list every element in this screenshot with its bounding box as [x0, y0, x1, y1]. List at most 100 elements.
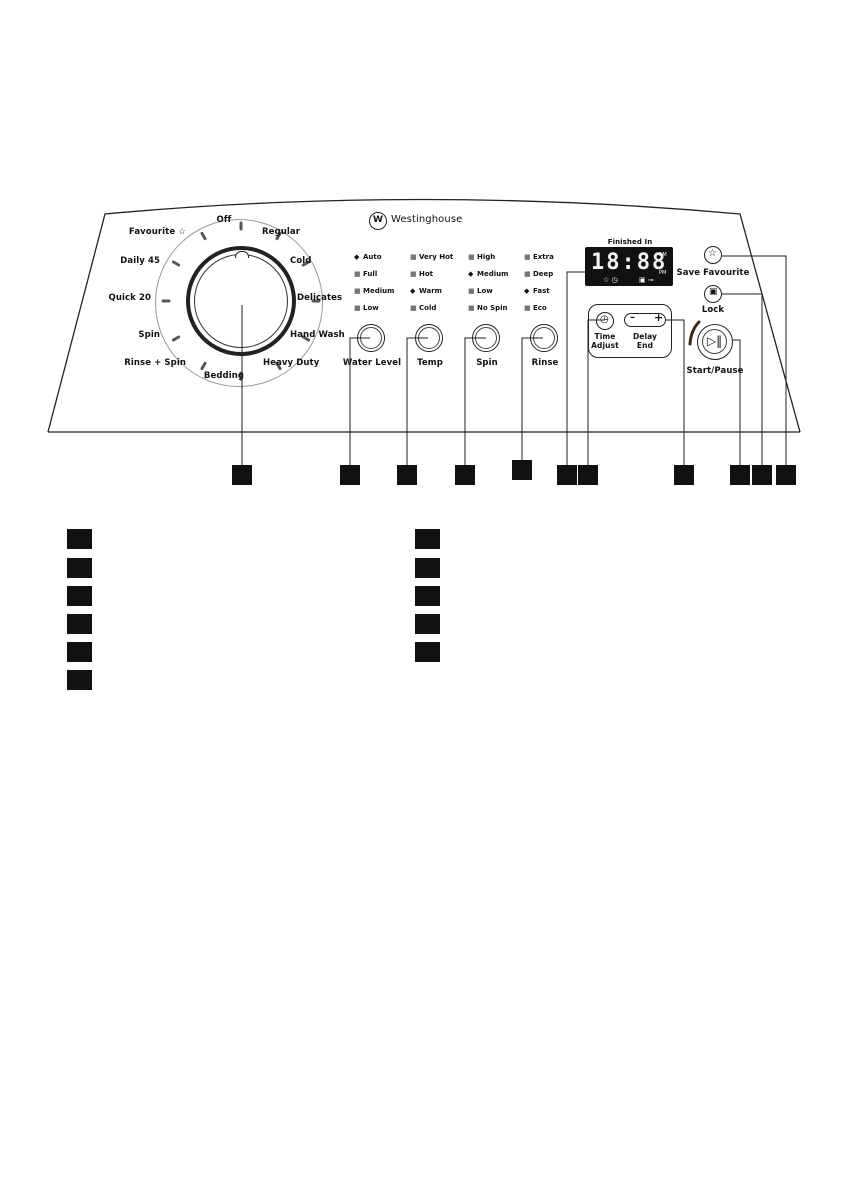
time-adjust-label-2: Adjust	[591, 341, 619, 350]
dial-tick	[301, 335, 311, 342]
rinse-option: Extra	[533, 253, 554, 261]
temp-option: Warm	[419, 287, 442, 295]
dial-tick	[275, 361, 282, 371]
callout-marker	[578, 465, 598, 485]
water-level-option: Medium	[363, 287, 395, 295]
rinse-label: Rinse	[531, 358, 559, 368]
delay-end-label-1: Delay	[632, 332, 658, 341]
program-spin: Spin	[138, 330, 160, 340]
dial-tick	[171, 335, 181, 342]
save-favourite-label: Save Favourite	[676, 268, 750, 278]
callout-marker	[752, 465, 772, 485]
option-indicator: ■	[410, 253, 417, 261]
dial-ticks	[161, 221, 321, 381]
spin-option: Medium	[477, 270, 509, 278]
spin-label: Spin	[476, 358, 498, 368]
option-indicator: ■	[354, 287, 361, 295]
lock-icon: ▣	[709, 287, 718, 297]
program-regular: Regular	[262, 227, 300, 237]
display-digits: 18:88	[591, 250, 668, 275]
start-pause-button[interactable]: ▷‖	[697, 324, 733, 360]
legend-marker	[67, 670, 92, 690]
lock-label: Lock	[701, 305, 725, 315]
delay-end-rocker[interactable]: – +	[624, 311, 666, 327]
callout-marker	[512, 460, 532, 480]
program-bedding: Bedding	[203, 371, 245, 381]
program-dial[interactable]	[186, 246, 296, 356]
option-indicator: ■	[354, 304, 361, 312]
lock-button[interactable]: ▣	[704, 285, 722, 303]
dial-pointer	[235, 251, 249, 258]
brand-name: Westinghouse	[391, 214, 463, 225]
legend-marker	[415, 558, 440, 578]
option-indicator: ◆	[524, 287, 530, 295]
temp-option: Hot	[419, 270, 434, 278]
option-indicator: ◆	[410, 287, 416, 295]
dial-tick	[200, 361, 207, 371]
option-indicator: ■	[468, 304, 475, 312]
option-indicator: ■	[468, 287, 475, 295]
callout-marker	[455, 465, 475, 485]
delay-end-label-2: End	[636, 341, 654, 350]
dial-tick	[171, 260, 181, 267]
star-icon: ☆	[708, 248, 717, 259]
callout-marker	[340, 465, 360, 485]
temp-option: Very Hot	[419, 253, 454, 261]
time-display: 18:88 AM PM ☆ ◷ ▣ ⊸	[585, 247, 673, 286]
control-panel-outline	[47, 198, 801, 433]
callout-marker	[397, 465, 417, 485]
program-delicates: Delicates	[297, 293, 343, 303]
callout-marker	[730, 465, 750, 485]
legend-marker	[67, 529, 92, 549]
option-indicator: ◆	[468, 270, 474, 278]
spin-option: Low	[477, 287, 493, 295]
option-indicator: ◆	[354, 253, 360, 261]
westinghouse-w-logo-icon: W	[369, 212, 387, 230]
water-level-option: Low	[363, 304, 379, 312]
start-pause-arc	[688, 320, 701, 346]
play-pause-icon: ▷‖	[702, 329, 727, 354]
display-lock-icon: ▣ ⊸	[639, 276, 654, 284]
delay-minus-button[interactable]: –	[630, 312, 635, 323]
water-level-label: Water Level	[342, 358, 402, 368]
legend-marker	[67, 614, 92, 634]
rinse-option: Eco	[533, 304, 547, 312]
program-rinse-spin: Rinse + Spin	[124, 358, 186, 368]
water-level-option: Auto	[363, 253, 382, 261]
legend-marker	[67, 642, 92, 662]
display-pm: PM	[659, 270, 667, 276]
spin-option: No Spin	[477, 304, 508, 312]
program-cold: Cold	[290, 256, 312, 266]
program-favourite: Favourite ☆	[128, 227, 186, 237]
legend-marker	[67, 558, 92, 578]
rinse-option: Fast	[533, 287, 550, 295]
program-off: Off	[216, 215, 232, 225]
save-favourite-button[interactable]: ☆	[704, 246, 722, 264]
legend-marker	[415, 614, 440, 634]
legend-marker	[415, 642, 440, 662]
callout-marker	[674, 465, 694, 485]
option-indicator: ■	[410, 270, 417, 278]
callout-marker	[232, 465, 252, 485]
callout-leaders	[241, 255, 787, 465]
dial-tick	[301, 260, 311, 267]
option-indicator: ■	[410, 304, 417, 312]
spin-option: High	[477, 253, 496, 261]
option-indicator: ■	[524, 270, 531, 278]
dial-tick	[275, 231, 282, 241]
program-daily-45: Daily 45	[120, 256, 160, 266]
program-hand-wash: Hand Wash	[290, 330, 345, 340]
display-am: AM	[659, 252, 667, 258]
program-quick-20: Quick 20	[108, 293, 151, 303]
legend-marker	[415, 529, 440, 549]
program-heavy-duty: Heavy Duty	[263, 358, 320, 368]
dial-tick	[200, 231, 207, 241]
option-indicator: ■	[354, 270, 361, 278]
callout-marker	[776, 465, 796, 485]
time-adjust-label-1: Time	[594, 332, 616, 341]
delay-plus-button[interactable]: +	[654, 311, 664, 324]
display-caption: Finished In	[607, 238, 653, 246]
temp-option: Cold	[419, 304, 437, 312]
display-star-icon: ☆ ◷	[603, 276, 618, 284]
legend-marker	[415, 586, 440, 606]
